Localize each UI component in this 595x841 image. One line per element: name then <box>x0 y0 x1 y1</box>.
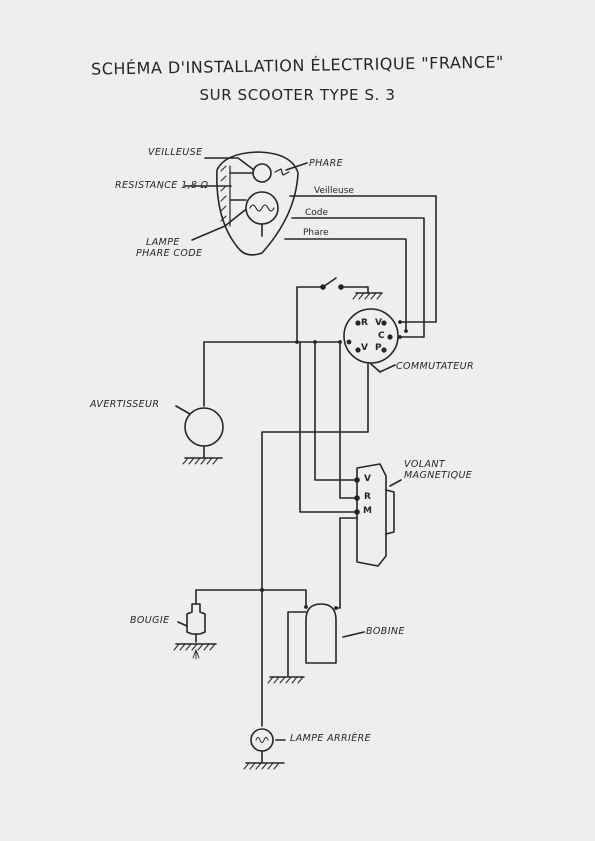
label-resistance: RESISTANCE 1,8 Ω <box>115 180 209 191</box>
volant-pin-m: M <box>363 506 372 516</box>
phare-leader <box>285 162 308 171</box>
bobine-leader <box>342 631 365 638</box>
lampe-arriere-bulb <box>250 728 274 752</box>
wire-label-veilleuse: Veilleuse <box>314 186 354 196</box>
label-lampe-arriere: LAMPE ARRIÈRE <box>290 733 372 744</box>
wire-label-code: Code <box>305 208 329 218</box>
label-phare-code: PHARE CODE <box>136 248 203 259</box>
wire-veilleuse <box>289 195 437 323</box>
commutateur-pin-v-bottom: V <box>361 343 368 353</box>
commutateur-pin-c: C <box>378 331 385 341</box>
headlamp-body <box>216 151 299 256</box>
wire-c <box>261 363 369 591</box>
wire-r <box>314 341 358 481</box>
volant-pin-r: R <box>364 492 371 502</box>
label-bougie: BOUGIE <box>130 615 170 626</box>
label-veilleuse: VEILLEUSE <box>148 147 203 158</box>
commutateur-pin-v-top: V <box>375 318 382 328</box>
wire-bougie <box>195 589 307 608</box>
wire-avertisseur <box>203 341 341 407</box>
wire-phare <box>284 238 407 332</box>
label-volant: VOLANT <box>404 459 446 470</box>
bougie-body <box>186 603 206 635</box>
volant-pin-v: V <box>364 474 371 484</box>
label-magnetique: MAGNETIQUE <box>404 470 473 481</box>
volant-body <box>356 463 387 567</box>
label-lampe: LAMPE <box>146 237 180 248</box>
commutateur-body <box>343 308 399 364</box>
label-commutateur: COMMUTATEUR <box>396 361 474 372</box>
label-phare: PHARE <box>309 158 343 169</box>
bobine-body <box>305 603 337 664</box>
label-bobine: BOBINE <box>366 626 405 637</box>
wire-p <box>299 341 358 513</box>
wire-m <box>335 517 358 609</box>
lampe-leader <box>191 209 246 241</box>
wire-switch <box>296 286 324 343</box>
veilleuse-bulb <box>252 163 272 183</box>
avertisseur-leader <box>175 405 191 415</box>
commutateur-pin-p: P <box>375 343 382 353</box>
volant-leader <box>389 479 402 487</box>
veilleuse-leader <box>204 157 255 171</box>
bougie-leader <box>177 621 188 627</box>
title-line-2: SUR SCOOTER TYPE S. 3 <box>199 86 396 104</box>
wire-v <box>339 341 358 499</box>
wire-code <box>291 217 425 338</box>
wire-label-phare: Phare <box>303 228 329 238</box>
commutateur-leader <box>370 363 396 373</box>
commutateur-pin-r: R <box>361 318 368 328</box>
label-avertisseur: AVERTISSEUR <box>90 399 160 410</box>
